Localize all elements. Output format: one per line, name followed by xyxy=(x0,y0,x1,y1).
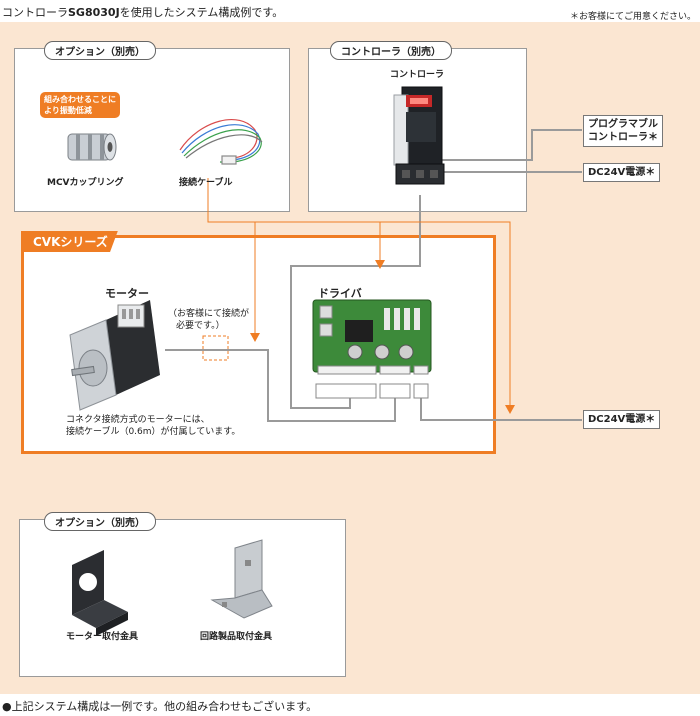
header-note: ＊お客様にてご用意ください。 xyxy=(569,12,696,22)
controller-pill: コントローラ（別売） xyxy=(330,41,452,60)
cvk-series-tag: CVKシリーズ xyxy=(21,231,118,252)
options-bottom-pill: オプション（別売） xyxy=(44,512,156,531)
connection-cable-image xyxy=(179,119,263,165)
controller-to-driver-wire xyxy=(290,195,421,409)
motor-bracket-label: モーター取付金具 xyxy=(66,632,139,642)
driver-connector-cn1 xyxy=(315,383,377,399)
motor-bracket-image xyxy=(72,550,128,636)
motor-to-driver-wire xyxy=(165,349,396,422)
controller-to-plc-wire xyxy=(440,129,582,161)
coupling-label: MCVカップリング xyxy=(47,178,124,188)
psu-top-box: DC24V電源＊ xyxy=(583,163,661,182)
circuit-bracket-label: 回路製品取付金具 xyxy=(200,632,273,642)
arrowhead-psu xyxy=(505,405,515,414)
footer-note: ●上記システム構成は一例です。他の組み合わせもございます。 xyxy=(2,700,318,713)
options-top-pill: オプション（別売） xyxy=(44,41,156,60)
mcv-coupling-image xyxy=(67,133,117,161)
motor-cable-note: コネクタ接続方式のモーターには、接続ケーブル（0.6m）が付属しています。 xyxy=(66,415,241,437)
cable-label: 接続ケーブル xyxy=(179,178,233,188)
stepper-motor-image xyxy=(69,300,160,411)
controller-device-label: コントローラ xyxy=(390,70,445,80)
connect-note: （お客様にて接続が必要です。） xyxy=(168,309,250,331)
driver-connector-cn2 xyxy=(379,383,411,399)
driver-label: ドライバ xyxy=(318,287,362,300)
user-connection-area xyxy=(202,335,229,361)
controller-unit-image xyxy=(393,86,445,185)
motor-label: モーター xyxy=(105,287,149,300)
arrowhead-motor xyxy=(250,333,260,342)
cable-to-cvk-arrow-line xyxy=(207,178,511,408)
vibration-badge: 組み合わせることにより振動低減 xyxy=(40,92,120,118)
arrowhead-driver xyxy=(375,260,385,269)
header-title: コントローラSG8030Jを使用したシステム構成例です。 xyxy=(2,6,284,19)
driver-board-image xyxy=(312,299,432,375)
psu-bottom-box: DC24V電源＊ xyxy=(583,410,661,429)
driver-connector-cn3 xyxy=(413,383,429,399)
circuit-bracket-image xyxy=(210,539,273,619)
plc-box: プログラマブルコントローラ＊ xyxy=(583,115,663,147)
driver-to-psu-wire xyxy=(420,388,582,421)
